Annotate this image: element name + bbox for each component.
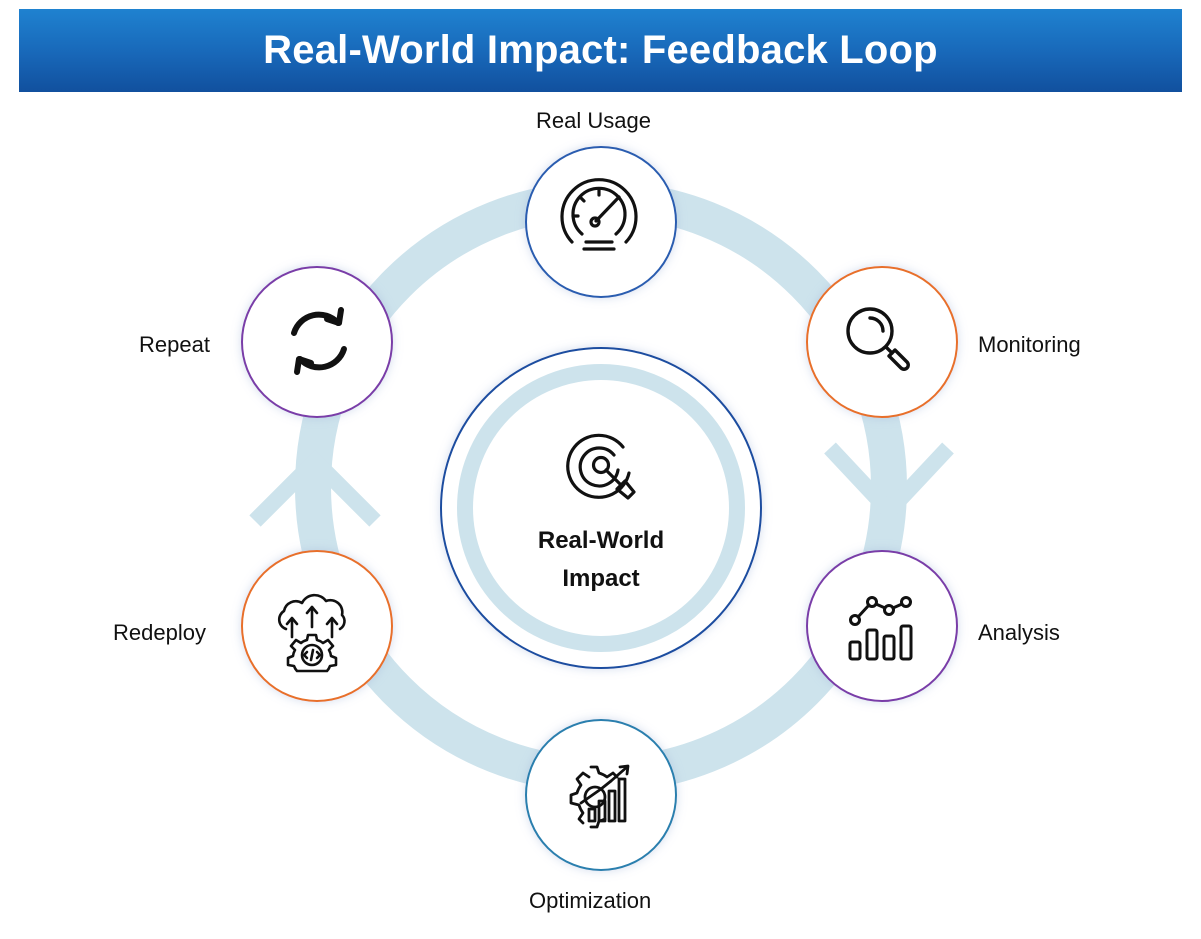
label-repeat: Repeat	[139, 332, 210, 357]
refresh-cycle-icon	[291, 307, 347, 375]
down-chevron-icon	[824, 442, 954, 523]
up-chevron-icon	[249, 449, 381, 527]
label-redeploy: Redeploy	[113, 620, 206, 645]
label-monitoring: Monitoring	[978, 332, 1081, 357]
speedometer-icon	[560, 178, 638, 251]
label-real-usage: Real Usage	[536, 108, 651, 133]
node-analysis	[806, 550, 958, 702]
line-bar-chart-icon	[848, 596, 913, 661]
magnifier-icon	[846, 307, 910, 371]
gear-growth-chart-icon	[569, 764, 630, 829]
target-icon	[566, 433, 636, 500]
node-optimization	[525, 719, 677, 871]
title-banner: Real-World Impact: Feedback Loop	[19, 9, 1182, 92]
center-label-line2: Impact	[562, 565, 640, 592]
center-label: Real-World Impact	[500, 522, 702, 598]
label-analysis: Analysis	[978, 620, 1060, 645]
label-optimization: Optimization	[529, 888, 652, 913]
node-redeploy	[241, 550, 393, 702]
node-monitoring	[806, 266, 958, 418]
center-label-line1: Real-World	[537, 527, 665, 554]
cloud-code-deploy-icon	[277, 593, 346, 673]
node-real-usage	[525, 146, 677, 298]
node-repeat	[241, 266, 393, 418]
center-hub	[440, 347, 762, 669]
page-title: Real-World Impact: Feedback Loop	[263, 28, 938, 72]
